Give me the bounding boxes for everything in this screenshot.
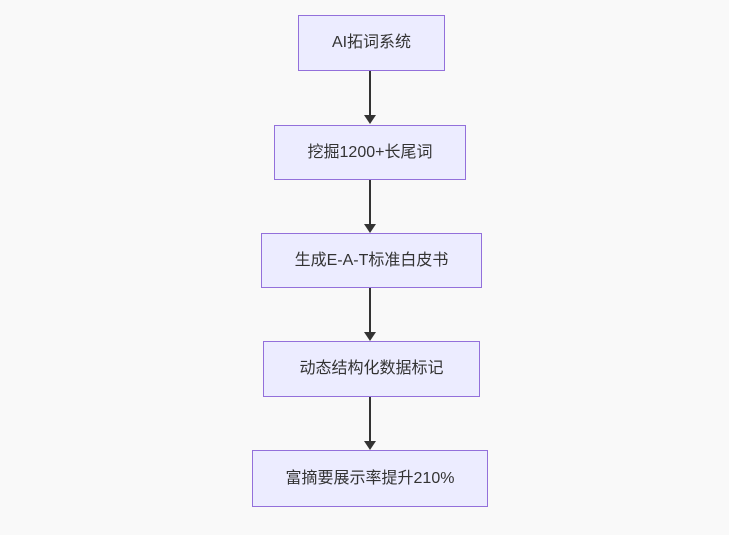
node-label: 挖掘1200+长尾词	[307, 143, 433, 161]
node-label: 富摘要展示率提升210%	[285, 469, 455, 487]
flowchart-node-longtail-mining: 挖掘1200+长尾词	[274, 125, 466, 180]
arrow-down-connector	[369, 180, 371, 224]
flowchart-node-ai-keyword-system: AI拓词系统	[298, 15, 445, 71]
node-label: 生成E-A-T标准白皮书	[294, 251, 449, 269]
arrow-down-connector	[369, 288, 371, 332]
arrow-down-connector	[369, 397, 371, 441]
flowchart-node-rich-snippet-result: 富摘要展示率提升210%	[252, 450, 488, 507]
flowchart-node-structured-data-markup: 动态结构化数据标记	[263, 341, 480, 397]
node-label: AI拓词系统	[331, 34, 412, 51]
node-label: 动态结构化数据标记	[299, 360, 444, 377]
arrow-down-connector	[369, 71, 371, 115]
flowchart-node-eat-whitepaper: 生成E-A-T标准白皮书	[261, 233, 482, 288]
